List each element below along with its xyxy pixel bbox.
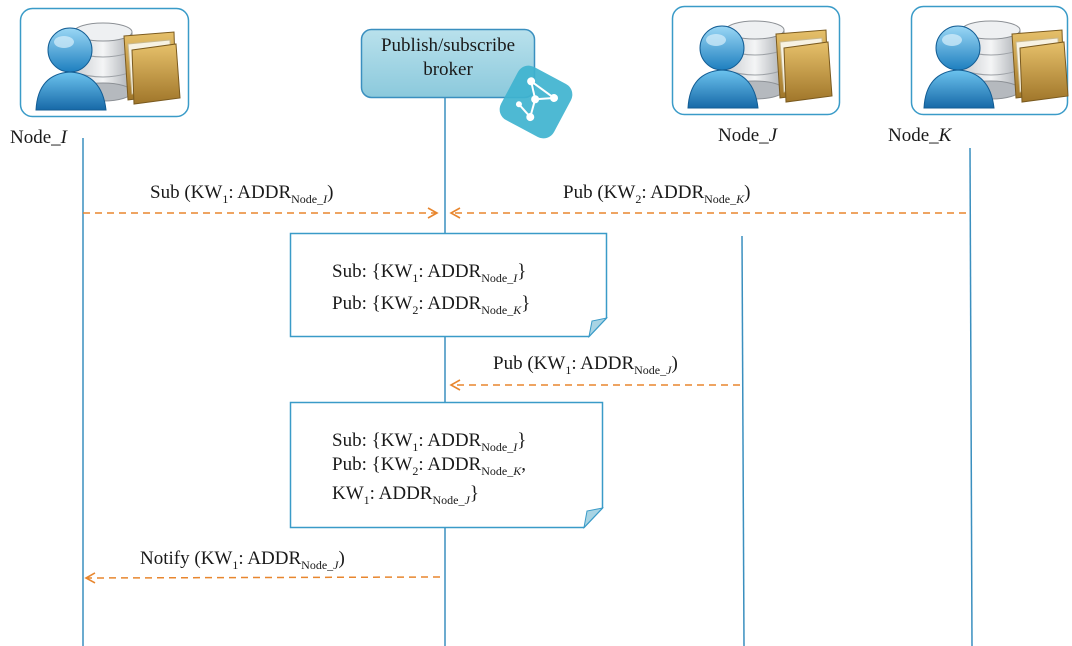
broker-title-line2: broker [423,59,473,80]
arrow-notify-node-i [84,572,441,584]
message-sub-node-i: Sub (KW1: ADDRNode_I) [150,182,334,206]
note-state1-box [289,232,608,339]
message-arrows [83,207,966,584]
message-pub-node-j: Pub (KW1: ADDRNode_J) [493,353,678,377]
note-state1-line-pub: Pub: {KW2: ADDRNode_K} [332,293,531,317]
lifelines [82,98,973,646]
note-state2-line-pub: Pub: {KW2: ADDRNode_K, [332,454,526,478]
node-i-icon-box [19,7,190,118]
node-i-label: Node_I [10,127,67,148]
broker-title: Publish/subscribe broker [362,34,534,82]
note-state1-line-sub: Sub: {KW1: ADDRNode_I} [332,261,527,285]
lifeline-node-k [969,147,973,646]
network-graph-icon [499,65,573,139]
lifeline-node-j [741,235,745,646]
note-state2-box [289,401,604,530]
user-database-icon [687,20,833,109]
node-j-icon-box [671,5,841,116]
user-database-icon [35,22,181,111]
node-k-icon-box [910,5,1069,116]
broker-box [360,28,536,99]
note-state2-line-sub: Sub: {KW1: ADDRNode_I} [332,430,527,454]
broker-title-line1: Publish/subscribe [380,35,516,56]
note-state2-line-pub-cont: KW1: ADDRNode_J} [332,483,479,507]
message-pub-node-k: Pub (KW2: ADDRNode_K) [563,182,751,206]
node-j-label: Node_J [718,125,778,146]
node-k-label: Node_K [888,125,952,146]
user-database-icon [923,20,1069,109]
message-notify-node-i: Notify (KW1: ADDRNode_J) [140,548,345,572]
